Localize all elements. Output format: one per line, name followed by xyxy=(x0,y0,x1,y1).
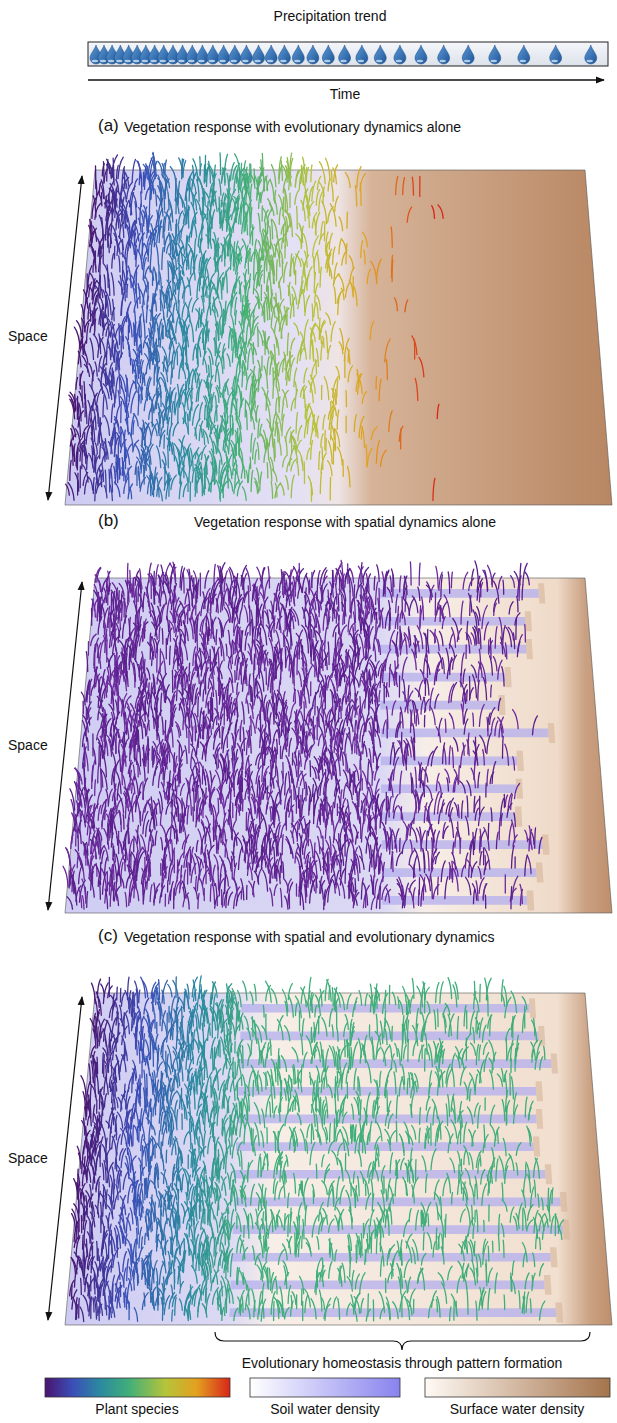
raindrop-highlight xyxy=(116,60,122,62)
grass-blade xyxy=(220,322,221,335)
grass-blade xyxy=(319,318,320,339)
grass-blade xyxy=(220,153,221,175)
panel-b-illustration xyxy=(63,561,612,914)
grass-blade xyxy=(176,178,177,200)
raindrop-highlight xyxy=(209,60,215,62)
surface-water-front xyxy=(548,723,556,743)
raindrop-highlight xyxy=(417,60,423,62)
grass-blade xyxy=(392,260,393,282)
raindrop-highlight xyxy=(376,60,382,62)
grass-blade xyxy=(127,284,128,297)
grass-blade xyxy=(347,212,348,228)
grass-blade xyxy=(224,247,225,266)
surface-water-front xyxy=(517,751,524,771)
grass-blade xyxy=(283,197,284,215)
raindrop-highlight xyxy=(491,60,497,62)
grass-blade xyxy=(297,206,298,229)
raindrop-highlight xyxy=(108,60,114,62)
surface-water-front xyxy=(499,695,506,715)
raindrop-highlight xyxy=(439,60,445,62)
raindrop-highlight xyxy=(231,60,237,62)
grass-blade xyxy=(141,180,142,193)
raindrop-highlight xyxy=(267,60,273,62)
surface-water-front xyxy=(525,611,532,631)
grass-blade xyxy=(202,474,203,496)
grass-blade xyxy=(282,260,283,275)
raindrop-highlight xyxy=(150,60,156,62)
panel-a-illustration xyxy=(65,152,612,505)
raindrop-highlight xyxy=(178,60,184,62)
grass-blade xyxy=(233,252,234,266)
raindrop-highlight xyxy=(280,60,286,62)
raindrop-highlight xyxy=(160,60,166,62)
raindrop-highlight xyxy=(587,60,593,62)
soil-water-stripe xyxy=(380,673,505,682)
grass-blade xyxy=(267,463,268,478)
grass-blade xyxy=(254,259,255,280)
grass-blade xyxy=(305,405,306,419)
grass-blade xyxy=(331,171,332,183)
raindrop-highlight xyxy=(396,60,402,62)
grass-blade xyxy=(277,260,278,281)
grass-blade xyxy=(250,216,251,236)
grass-blade xyxy=(121,401,122,422)
raindrop-highlight xyxy=(340,60,346,62)
grass-blade xyxy=(153,476,154,496)
grass-blade xyxy=(184,287,185,304)
raindrop-highlight xyxy=(309,60,315,62)
grass-blade xyxy=(109,469,110,492)
raindrop-highlight xyxy=(551,60,557,62)
grass-blade xyxy=(312,304,313,321)
raindrop-highlight xyxy=(124,60,130,62)
raindrop-highlight xyxy=(100,60,106,62)
raindrop-highlight xyxy=(198,60,204,62)
grass-blade xyxy=(333,443,334,464)
raindrop-highlight xyxy=(324,60,330,62)
raindrop-highlight xyxy=(242,60,248,62)
raindrop-highlight xyxy=(169,60,175,62)
raindrop-highlight xyxy=(142,60,148,62)
grass-blade xyxy=(82,322,83,343)
grass-blade xyxy=(258,327,259,347)
grass-blade xyxy=(264,303,265,322)
grass-blade xyxy=(144,465,145,484)
raindrop-highlight xyxy=(219,60,225,62)
grass-blade xyxy=(74,327,80,349)
grass-blade xyxy=(245,280,246,301)
surface-water-front xyxy=(505,667,512,687)
grass-blade xyxy=(164,435,165,448)
raindrop-highlight xyxy=(464,60,470,62)
grass-blade xyxy=(245,401,246,417)
raindrop-highlight xyxy=(254,60,260,62)
raindrop-highlight xyxy=(133,60,139,62)
raindrop-highlight xyxy=(92,60,98,62)
soil-water-stripe xyxy=(380,701,499,710)
grass-blade xyxy=(215,466,216,485)
raindrop-highlight xyxy=(188,60,194,62)
grass-blade xyxy=(168,446,169,468)
raindrop-highlight xyxy=(294,60,300,62)
grass-blade xyxy=(326,439,327,452)
raindrop-highlight xyxy=(520,60,526,62)
raindrop-highlight xyxy=(358,60,364,62)
